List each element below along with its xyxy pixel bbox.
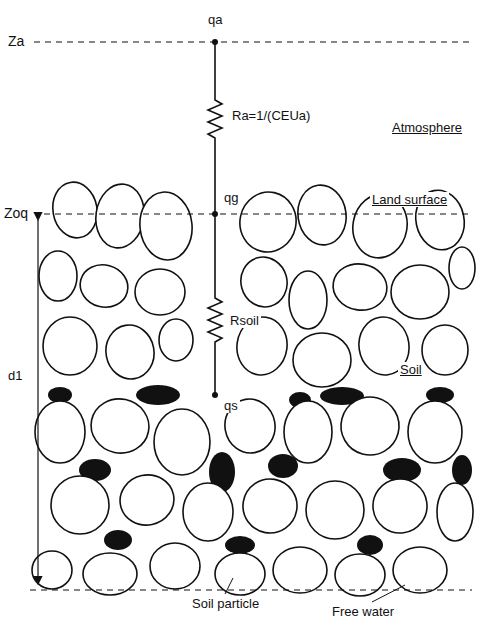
node-dots — [212, 39, 218, 398]
resistance-chain — [208, 42, 222, 395]
callout-label: Free water — [330, 604, 396, 619]
resistance-label: Rsoil — [228, 313, 261, 328]
level-name: Za — [6, 34, 26, 49]
level-name: Zoq — [2, 206, 30, 221]
soil-particles — [32, 179, 475, 596]
layer-name: Atmosphere — [390, 120, 464, 135]
resistance-label: Ra=1/(CEUa) — [230, 108, 312, 123]
leader-line — [372, 585, 405, 602]
free-water — [48, 385, 472, 555]
leader-line — [225, 578, 233, 594]
dimension-label: d1 — [6, 368, 24, 383]
layer-name: Soil — [398, 362, 424, 377]
humidity-label: qg — [222, 190, 240, 205]
callout-label: Soil particle — [190, 596, 261, 611]
humidity-label: qa — [206, 12, 224, 27]
humidity-label: qs — [222, 398, 240, 413]
layer-name: Land surface — [370, 192, 449, 207]
level-lines — [30, 42, 472, 590]
depth-dimension — [37, 220, 38, 584]
